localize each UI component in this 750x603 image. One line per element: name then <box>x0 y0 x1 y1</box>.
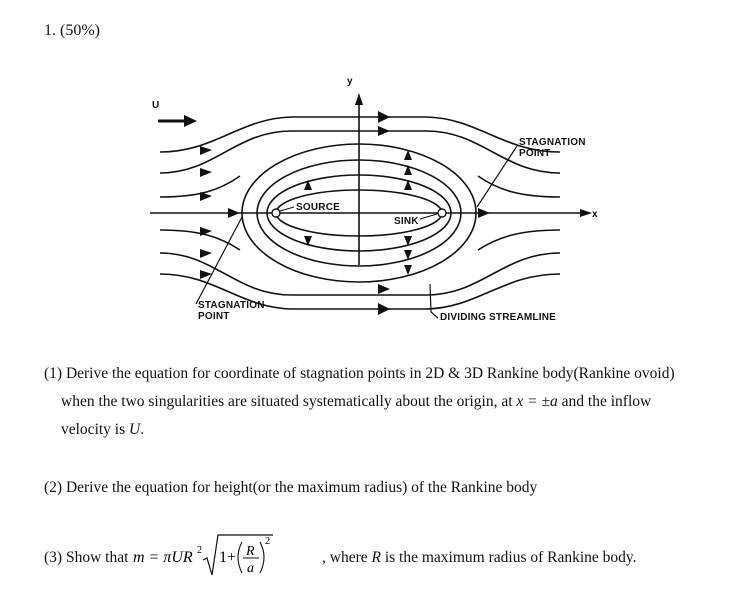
sink-label: SINK <box>394 216 419 227</box>
dividing-streamline <box>241 143 477 283</box>
internal-arrows <box>304 150 412 275</box>
question-number: 1. (50%) <box>44 22 100 39</box>
part-3-suffix: , where R is the maximum radius of Ranki… <box>322 549 637 566</box>
external-streamlines <box>159 116 561 310</box>
formula-outer-exp: 2 <box>265 536 270 547</box>
sink-point <box>437 208 447 218</box>
part-1-line-1: (1) Derive the equation for coordinate o… <box>44 365 675 382</box>
formula-num: R <box>245 544 255 559</box>
source-label: SOURCE <box>296 202 340 213</box>
inline-math-u: U <box>129 421 141 438</box>
stagnation-bottom-label-line2: POINT <box>198 311 230 322</box>
part-3: (3) Show that , where R is the maximum r… <box>44 544 637 572</box>
stagnation-top-label-line2: POINT <box>519 148 551 159</box>
y-axis-label: y <box>347 76 353 87</box>
u-label: U <box>152 100 159 111</box>
part-1-line-3: velocity is U. <box>61 421 145 438</box>
stagnation-bottom-label-line1: STAGNATION <box>198 300 265 311</box>
radical-sign <box>202 534 273 576</box>
source-point <box>271 208 281 218</box>
dividing-streamline-label: DIVIDING STREAMLINE <box>440 312 556 323</box>
x-axis-label: x <box>592 209 598 220</box>
formula-lhs: m = πUR <box>133 549 193 566</box>
formula-m: m = πUR 2 1+ R a 2 <box>133 534 273 576</box>
part-2: (2) Derive the equation for height(or th… <box>44 479 538 496</box>
formula-exp: 2 <box>197 545 202 556</box>
formula-den: a <box>247 561 254 576</box>
part-1-line-2: when the two singularities are situated … <box>61 393 652 410</box>
part-1: (1) Derive the equation for coordinate o… <box>44 360 724 444</box>
streamline-arrows <box>200 111 490 315</box>
rankine-body-diagram: x y U <box>150 76 598 323</box>
stagnation-top-label-line1: STAGNATION <box>519 137 586 148</box>
formula-one-plus: 1+ <box>219 549 236 566</box>
part-3-prefix: (3) Show that <box>44 549 129 566</box>
inline-math-x: x = ±a <box>516 393 558 410</box>
